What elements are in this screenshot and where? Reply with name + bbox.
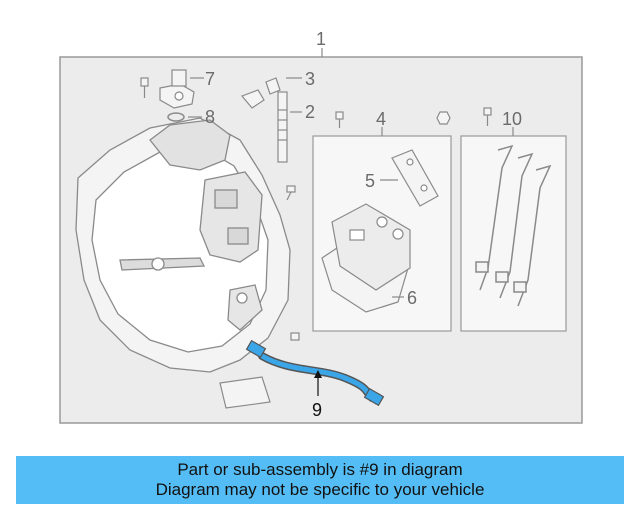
transmission-housing — [75, 117, 291, 373]
callout-1: 1 — [316, 29, 326, 49]
bolt-icon — [335, 111, 344, 128]
callout-9: 9 — [312, 400, 322, 420]
fitting-part-7 — [159, 69, 195, 109]
info-banner: Part or sub-assembly is #9 in diagram Di… — [16, 456, 624, 504]
hose-part-9 — [245, 339, 385, 407]
bolt-icon — [286, 185, 296, 201]
banner-line-1: Part or sub-assembly is #9 in diagram — [177, 460, 463, 479]
bolt-icon — [483, 107, 492, 126]
banner-line-2: Diagram may not be specific to your vehi… — [155, 480, 485, 499]
callout-4: 4 — [376, 109, 386, 129]
o-ring-part-8 — [167, 112, 185, 122]
callout-3: 3 — [305, 69, 315, 89]
callout-7: 7 — [205, 69, 215, 89]
callout-10: 10 — [502, 109, 522, 129]
small-bolt-icon — [140, 77, 149, 98]
nut-icon — [436, 111, 451, 125]
line-assembly-part-10 — [475, 144, 552, 307]
plate-part-5 — [391, 149, 439, 207]
callout-6: 6 — [407, 288, 417, 308]
valve-body-part-6 — [321, 203, 411, 313]
callout-8: 8 — [205, 107, 215, 127]
sensor-part-2 — [277, 91, 288, 163]
clip-part-3 — [240, 77, 281, 109]
label-decal — [219, 376, 271, 409]
bolt-icon — [290, 332, 300, 341]
parts-diagram: 1 4 10 7 8 3 — [59, 29, 583, 424]
callout-2: 2 — [305, 102, 315, 122]
callout-5: 5 — [365, 171, 375, 191]
callout-9-arrowhead — [314, 370, 322, 378]
